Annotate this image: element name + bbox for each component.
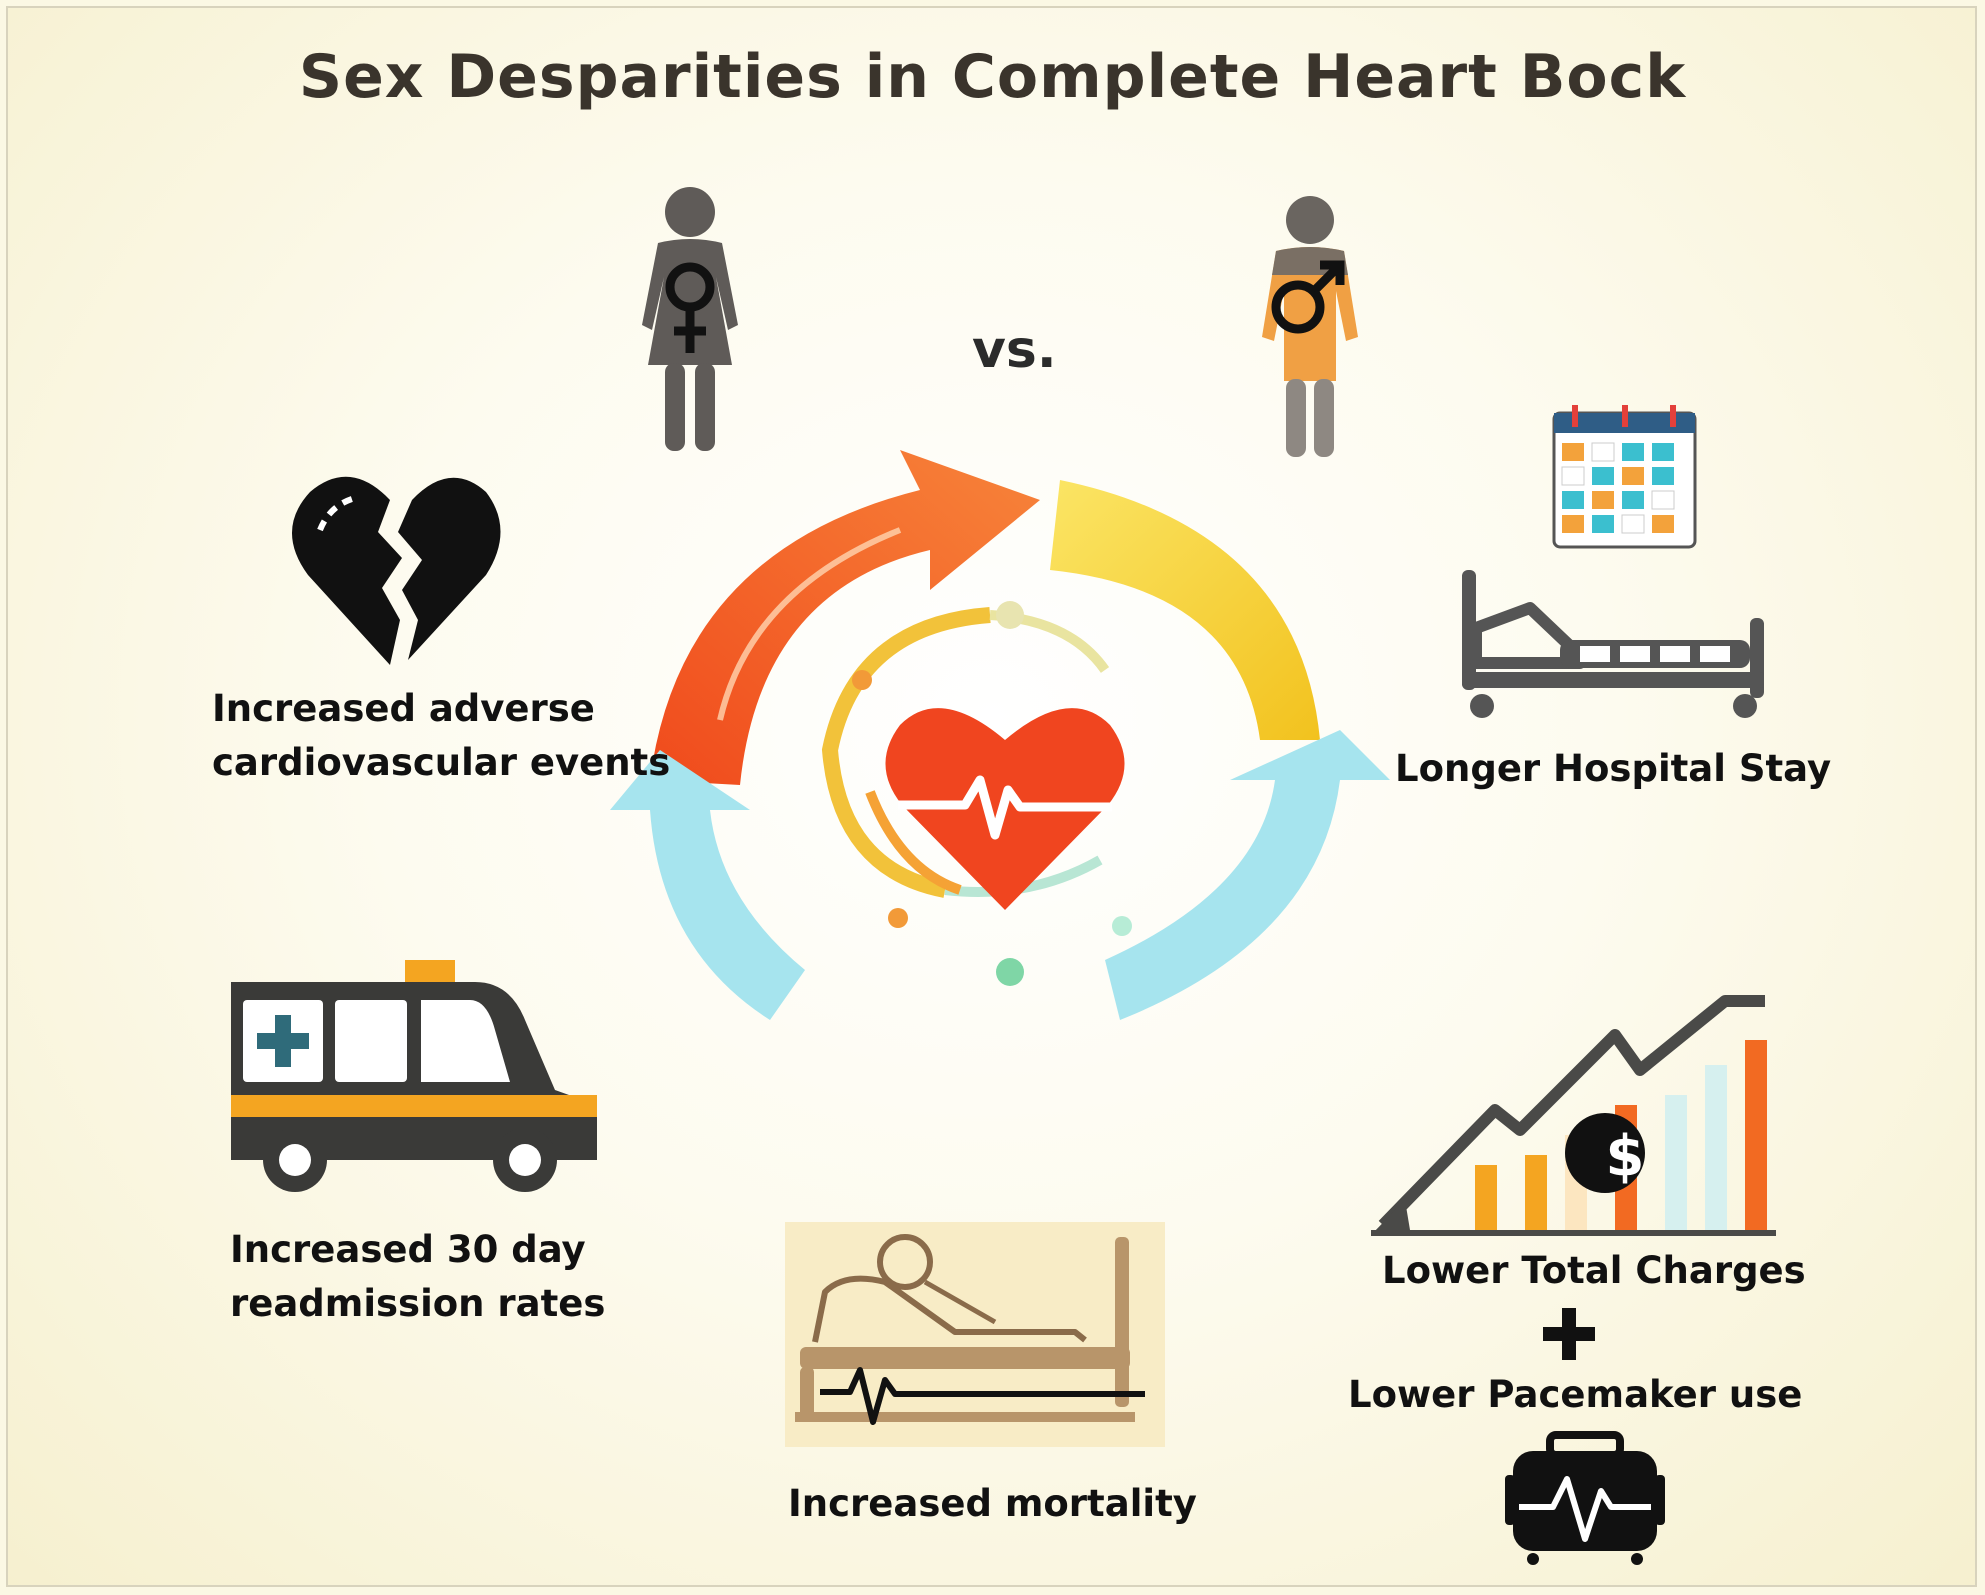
calendar-icon [1552,405,1697,549]
cycle-arrows [610,450,1390,1020]
outcome-mortality: Increased mortality [788,1482,1197,1525]
male-figure-icon [1262,196,1358,457]
cost-chart-icon [1371,995,1776,1236]
versus-label: vs. [972,320,1057,380]
plus-icon [1543,1308,1595,1360]
outcome-adverse-events: Increased adverse cardiovascular events [212,682,670,790]
outcome-adverse-events-line2: cardiovascular events [212,741,671,784]
page-title: Sex Desparities in Complete Heart Bock [298,42,1687,112]
yellow-arrow [1050,480,1320,740]
outcome-pacemaker: Lower Pacemaker use [1348,1373,1803,1416]
outcome-adverse-events-line1: Increased adverse [212,687,595,730]
red-arrow [650,450,1040,785]
outcome-readmission-line2: readmission rates [230,1282,606,1325]
ambulance-icon [231,960,597,1192]
female-figure-icon [642,187,738,451]
patient-in-bed-icon [785,1222,1165,1447]
pacemaker-device-icon [1505,1431,1665,1565]
heartbeat-heart-icon [885,708,1125,910]
blue-arrow-right [1105,730,1390,1020]
broken-heart-icon [291,476,501,665]
outcome-readmission: Increased 30 day readmission rates [230,1223,605,1331]
outcome-hospital-stay: Longer Hospital Stay [1395,747,1832,790]
blue-arrow-left [610,750,805,1020]
outcome-readmission-line1: Increased 30 day [230,1228,586,1271]
outcome-charges: Lower Total Charges [1382,1249,1806,1292]
dollar-icon: $ [1605,1124,1645,1189]
hospital-bed-icon [1462,570,1764,718]
